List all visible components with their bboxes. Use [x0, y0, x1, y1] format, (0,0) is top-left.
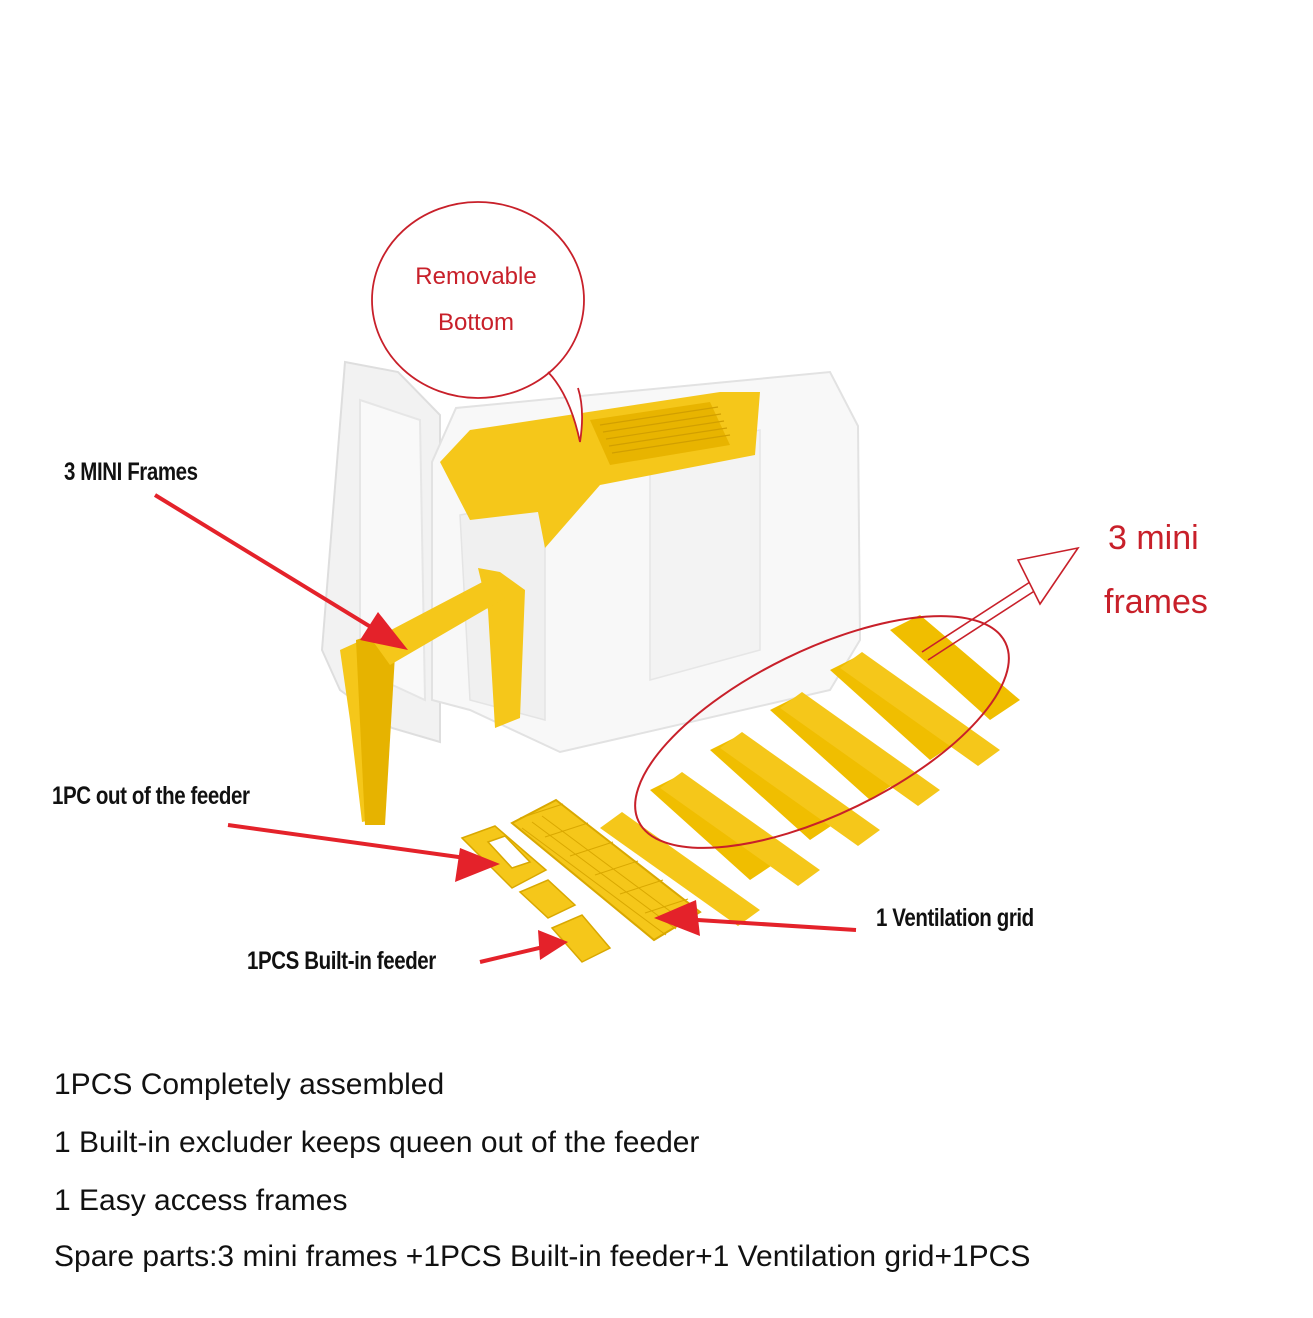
removable-bottom-line-2: Bottom: [437, 309, 515, 336]
spare-mini-frames: [600, 615, 1020, 926]
mini-frames-callout: 3 MINI Frames: [64, 458, 198, 486]
description-line-4: Spare parts:3 mini frames +1PCS Built-in…: [54, 1240, 1031, 1273]
arrow-mini-frames: [153, 493, 394, 642]
description-line-1: 1PCS Completely assembled: [54, 1068, 445, 1101]
description-line-2: 1 Built-in excluder keeps queen out of t…: [54, 1126, 700, 1159]
mini-frames-label-line-2: frames: [1104, 583, 1208, 621]
mini-frames-label-line-1: 3 mini: [1108, 519, 1199, 557]
removable-bottom-plate: [440, 392, 760, 548]
mini-frames-outline-arrow: [921, 546, 1080, 661]
arrow-out-of-feeder: [227, 823, 482, 864]
removable-bottom-label: Removable Bottom: [376, 254, 576, 346]
spare-frames-ellipse: [634, 615, 1010, 849]
removable-bottom-line-1: Removable: [415, 263, 537, 290]
callout-arrows: [153, 493, 857, 964]
removable-bottom-bubble: [371, 201, 585, 443]
arrowheads: [360, 612, 700, 960]
out-of-feeder-callout: 1PC out of the feeder: [52, 782, 250, 810]
description-line-3: 1 Easy access frames: [54, 1184, 348, 1217]
front-mini-frame: [340, 568, 525, 825]
feeder-parts: [460, 825, 612, 963]
ventilation-grid: [510, 798, 702, 942]
builtin-feeder-callout: 1PCS Built-in feeder: [247, 947, 436, 975]
ventilation-grid-callout: 1 Ventilation grid: [876, 904, 1034, 932]
